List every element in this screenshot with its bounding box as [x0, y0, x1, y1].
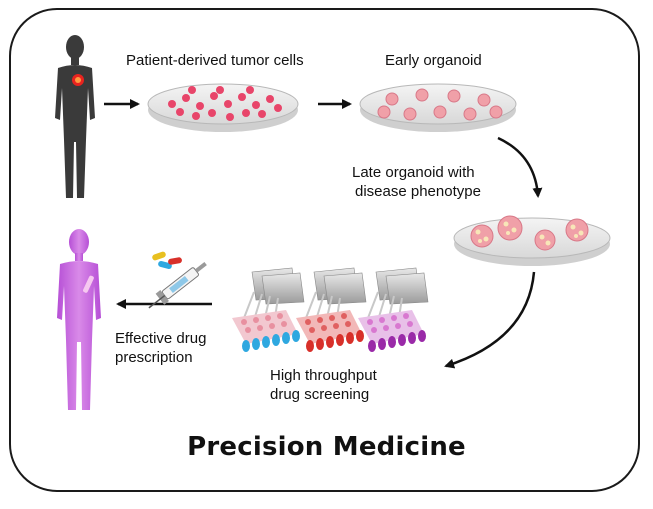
label-prescription-line1: Effective drug [115, 330, 207, 347]
label-screening-line1: High throughput [270, 367, 377, 384]
arrow-late-to-screening [444, 271, 536, 369]
label-patient-cells: Patient-derived tumor cells [126, 52, 304, 69]
label-late-organoid-line2: disease phenotype [355, 183, 481, 200]
plate-blue [232, 267, 305, 352]
diagram-frame [9, 8, 640, 492]
syringe-icon [148, 261, 207, 309]
label-early-organoid: Early organoid [385, 52, 482, 69]
plate-red [296, 267, 367, 352]
plate-purple [358, 267, 429, 352]
label-late-organoid-line1: Late organoid with [352, 164, 475, 181]
treatment-mark [83, 275, 94, 293]
screening-plates [232, 267, 429, 352]
arrow-early-to-late [497, 136, 543, 198]
diagram-title: Precision Medicine [187, 432, 466, 462]
tumor-cell-dish [147, 83, 299, 132]
early-organoid-dish [359, 83, 517, 132]
treated-patient-figure [57, 229, 101, 410]
late-organoid-dish [453, 215, 611, 266]
patient-figure [55, 35, 95, 198]
label-prescription-line2: prescription [115, 349, 193, 366]
pills-icon [152, 251, 182, 270]
label-screening-line2: drug screening [270, 386, 370, 403]
